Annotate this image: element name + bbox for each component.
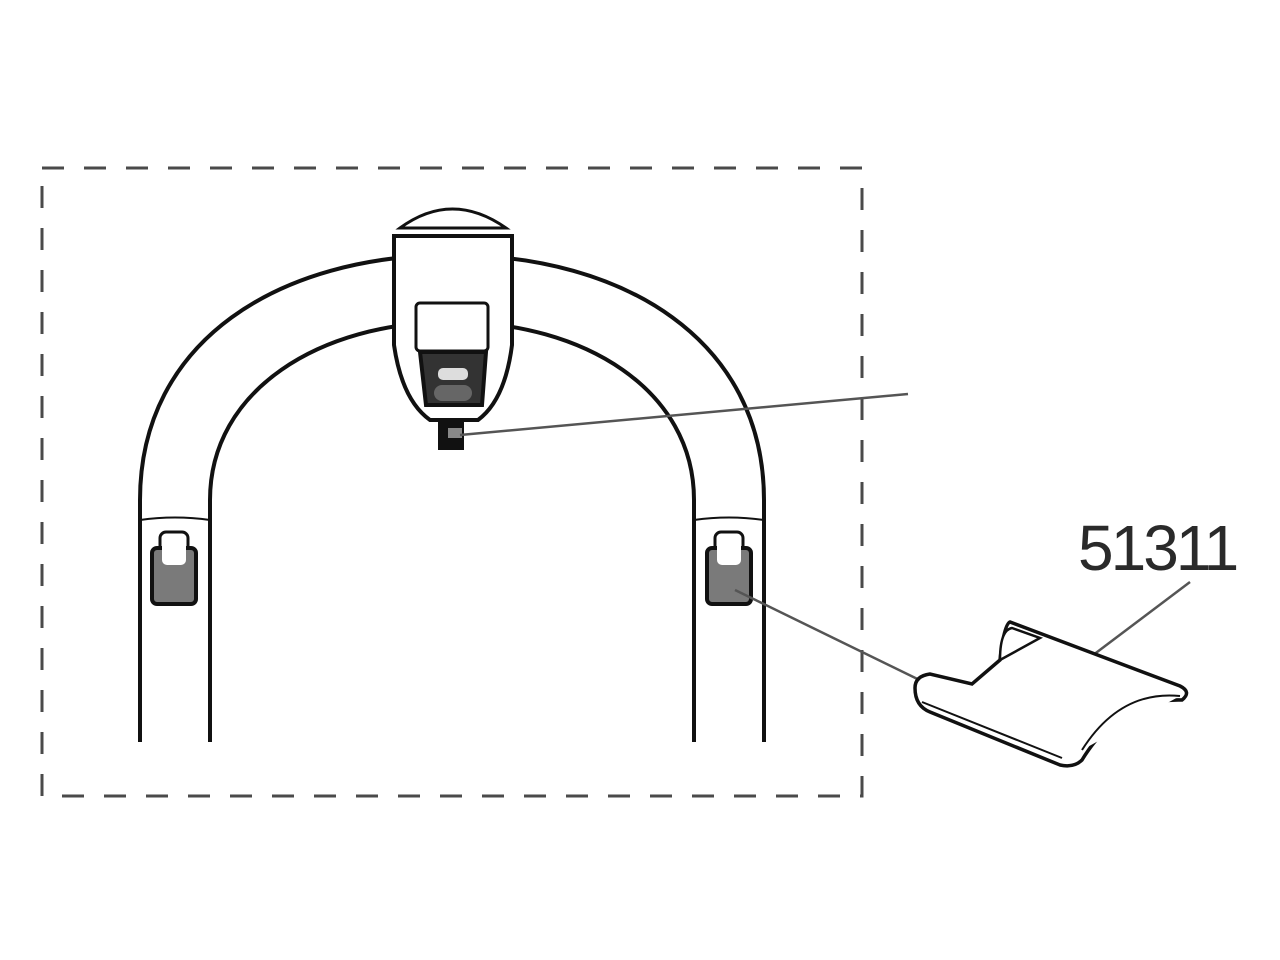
- top-clamp-icon: [392, 207, 514, 450]
- replacement-pad-icon: [913, 620, 1189, 768]
- part-number-label: 51311: [1078, 512, 1239, 584]
- dashed-region-box: [40, 166, 864, 798]
- right-pad-holder-icon: [705, 530, 753, 606]
- left-pad-holder-icon: [150, 530, 198, 606]
